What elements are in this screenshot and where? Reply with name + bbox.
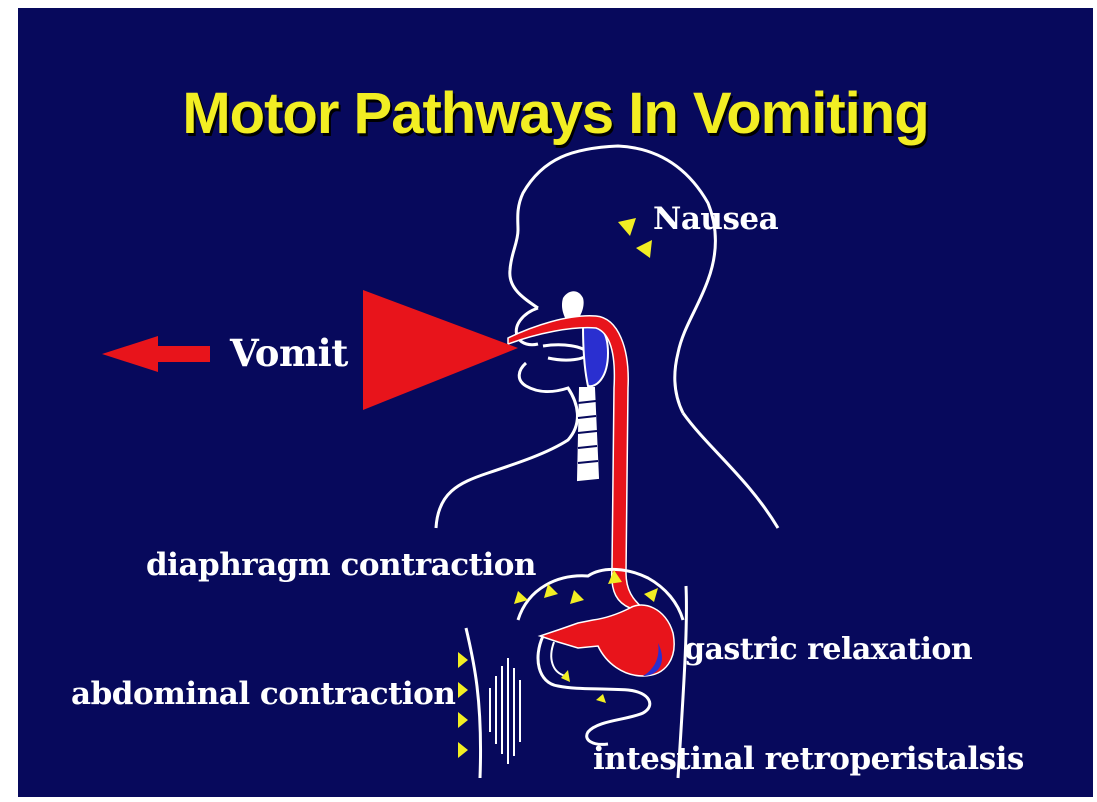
vomit-arrow [102,336,210,372]
diaphragm-arrow-3 [570,590,584,604]
slide: Motor Pathways In Vomiting Nausea Vomit … [18,8,1093,797]
abdominal-arrow-1 [458,652,468,668]
intestine-arrow-1 [561,670,570,682]
nausea-arrow-2 [636,240,652,258]
slide-title: Motor Pathways In Vomiting [18,80,1093,147]
abdominal-arrow-3 [458,712,468,728]
head-outline [510,146,716,413]
label-vomit: Vomit [230,331,348,375]
torso-left [466,628,481,778]
diaphragm-arrow-5 [644,588,658,602]
mouth-inner [543,345,588,360]
chin-outline [436,363,577,528]
abdominal-arrow-4 [458,742,468,758]
stomach [540,605,674,676]
label-gastric-relaxation: gastric relaxation [684,632,972,667]
abdominal-arrow-2 [458,682,468,698]
nausea-arrow-1 [618,218,636,236]
abdominal-wave [490,658,520,764]
vomit-cone [363,290,518,410]
label-intestinal-retroperistalsis: intestinal retroperistalsis [593,741,1024,777]
intestine-inner [551,642,566,676]
label-abdominal-contraction: abdominal contraction [71,676,455,712]
intestine-arrow-2 [596,694,606,703]
neck-right [683,413,778,528]
label-diaphragm-contraction: diaphragm contraction [146,547,536,583]
label-nausea: Nausea [653,201,778,237]
